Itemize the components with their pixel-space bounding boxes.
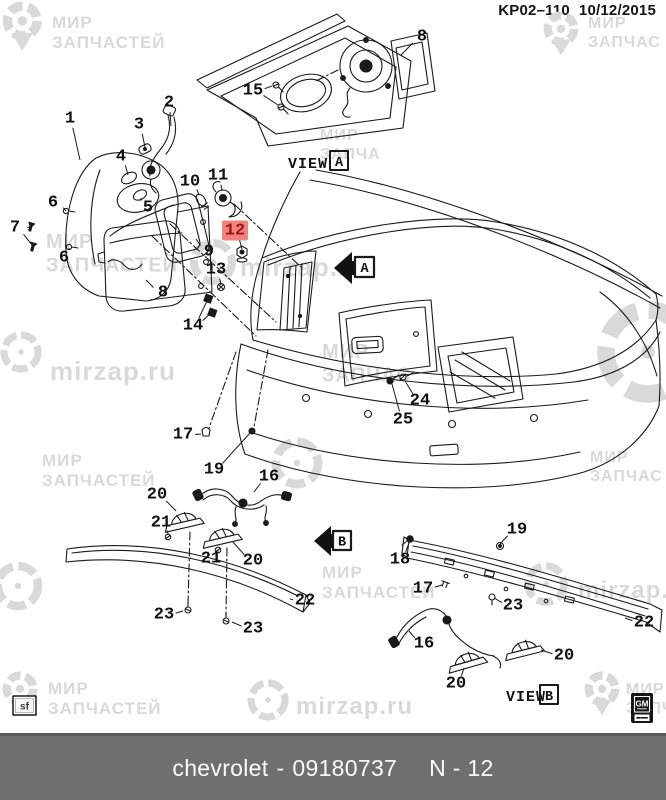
callout-25[interactable]: 25 <box>393 411 413 430</box>
svg-text:mirzap.ru: mirzap.ru <box>50 356 176 386</box>
line-art: VIEW A VIEW B A B <box>12 13 663 723</box>
callout-13[interactable]: 13 <box>206 261 226 280</box>
footer-page-ref: N - 12 <box>429 754 494 781</box>
svg-text:МИР: МИР <box>42 451 83 470</box>
callout-18[interactable]: 18 <box>390 551 410 570</box>
svg-text:ЗАПЧАСТЕЙ: ЗАПЧАСТЕЙ <box>322 583 436 602</box>
svg-text:МИР: МИР <box>46 231 93 253</box>
doc-date: 10/12/2015 <box>578 2 656 19</box>
tail-lamp-art <box>28 103 303 337</box>
gm-logo: GM <box>631 693 653 723</box>
callout-2[interactable]: 2 <box>164 94 174 113</box>
callout-6[interactable]: 6 <box>59 249 69 268</box>
callout-1[interactable]: 1 <box>65 110 75 129</box>
svg-text:ЗАПЧАС: ЗАПЧАС <box>590 468 663 485</box>
footer-bar: chevrolet - 09180737 N - 12 <box>0 733 666 800</box>
svg-text:МИР: МИР <box>52 13 93 32</box>
arrow-b: B <box>314 526 353 556</box>
svg-text:МИР: МИР <box>320 127 359 144</box>
callout-20[interactable]: 20 <box>554 647 574 666</box>
view-b-label: VIEW B <box>506 684 559 706</box>
callout-14[interactable]: 14 <box>183 317 203 336</box>
svg-text:МИР: МИР <box>48 679 89 698</box>
view-b-molding-art <box>388 535 663 674</box>
svg-text:ЗАПЧАСТЕЙ: ЗАПЧАСТЕЙ <box>42 471 156 490</box>
callout-22[interactable]: 22 <box>634 614 654 633</box>
footer-part-number: 09180737 <box>292 754 398 781</box>
view-b-word: VIEW <box>506 689 546 706</box>
view-b-letter: B <box>545 690 553 705</box>
svg-text:МИР: МИР <box>590 449 629 466</box>
body-panel-art <box>196 13 412 147</box>
callout-20[interactable]: 20 <box>147 486 167 505</box>
callout-24[interactable]: 24 <box>410 392 430 411</box>
license-molding-art <box>65 488 311 625</box>
callout-20[interactable]: 20 <box>446 675 466 694</box>
svg-text:ЗАПЧАСТЕЙ: ЗАПЧАСТЕЙ <box>52 33 166 52</box>
lamp-socket-art <box>313 32 436 118</box>
callout-23[interactable]: 23 <box>503 597 523 616</box>
callout-17[interactable]: 17 <box>413 580 433 599</box>
svg-text:МИР: МИР <box>322 341 369 363</box>
svg-text:ЗАПЧАСТЕЙ: ЗАПЧАСТЕЙ <box>48 699 162 718</box>
footer-brand: chevrolet <box>172 754 269 781</box>
callout-21[interactable]: 21 <box>151 514 171 533</box>
callout-16[interactable]: 16 <box>414 635 434 654</box>
callout-22[interactable]: 22 <box>295 592 315 611</box>
callout-4[interactable]: 4 <box>116 148 126 167</box>
svg-text:МИР: МИР <box>322 563 363 582</box>
callout-5[interactable]: 5 <box>143 199 153 218</box>
view-a-word: VIEW <box>288 156 328 173</box>
callout-7[interactable]: 7 <box>10 219 20 238</box>
callout-19[interactable]: 19 <box>204 461 224 480</box>
callout-11[interactable]: 11 <box>208 167 228 186</box>
arrow-b-letter: B <box>338 536 346 551</box>
view-a-label: VIEW A <box>288 150 349 173</box>
parts-diagram: МИРЗАПЧАСТЕЙМИРЗАПЧАСМИРЗАПЧАМИРЗАПЧАСТЕ… <box>0 1 666 723</box>
arrow-a-icon <box>334 252 364 284</box>
callout-15[interactable]: 15 <box>243 82 263 101</box>
callout-16[interactable]: 16 <box>259 468 279 487</box>
highlighted-callout-box <box>222 220 248 241</box>
footer-part-group: chevrolet - 09180737 <box>172 755 397 782</box>
callout-20[interactable]: 20 <box>243 552 263 571</box>
callout-12[interactable]: 12 <box>225 222 245 241</box>
arrow-a-letter: A <box>360 262 369 277</box>
callout-23[interactable]: 23 <box>154 606 174 625</box>
svg-text:МИР: МИР <box>588 15 627 32</box>
svg-text:mirzap.ru: mirzap.ru <box>296 693 413 720</box>
callout-23[interactable]: 23 <box>243 620 263 639</box>
callout-6[interactable]: 6 <box>48 194 58 213</box>
sf-badge-label: sf <box>20 702 30 713</box>
callout-8[interactable]: 8 <box>158 284 168 303</box>
car-rear-art <box>201 169 663 489</box>
callout-9[interactable]: 9 <box>204 243 214 262</box>
callout-19[interactable]: 19 <box>507 521 527 540</box>
callout-3[interactable]: 3 <box>134 116 144 135</box>
gm-logo-label: GM <box>636 700 649 709</box>
callout-21[interactable]: 21 <box>201 550 221 569</box>
arrow-a: A <box>334 252 376 284</box>
footer-separator: - <box>276 754 285 781</box>
sf-badge: sf <box>12 695 37 716</box>
svg-text:ЗАПЧАС: ЗАПЧАС <box>588 34 661 51</box>
callout-10[interactable]: 10 <box>180 173 200 192</box>
callout-8[interactable]: 8 <box>417 28 427 47</box>
view-a-letter: A <box>335 156 344 171</box>
watermark-layer: МИРЗАПЧАСТЕЙМИРЗАПЧАСМИРЗАПЧАМИРЗАПЧАСТЕ… <box>0 1 666 721</box>
callout-17[interactable]: 17 <box>173 426 193 445</box>
arrow-b-icon <box>314 526 342 556</box>
